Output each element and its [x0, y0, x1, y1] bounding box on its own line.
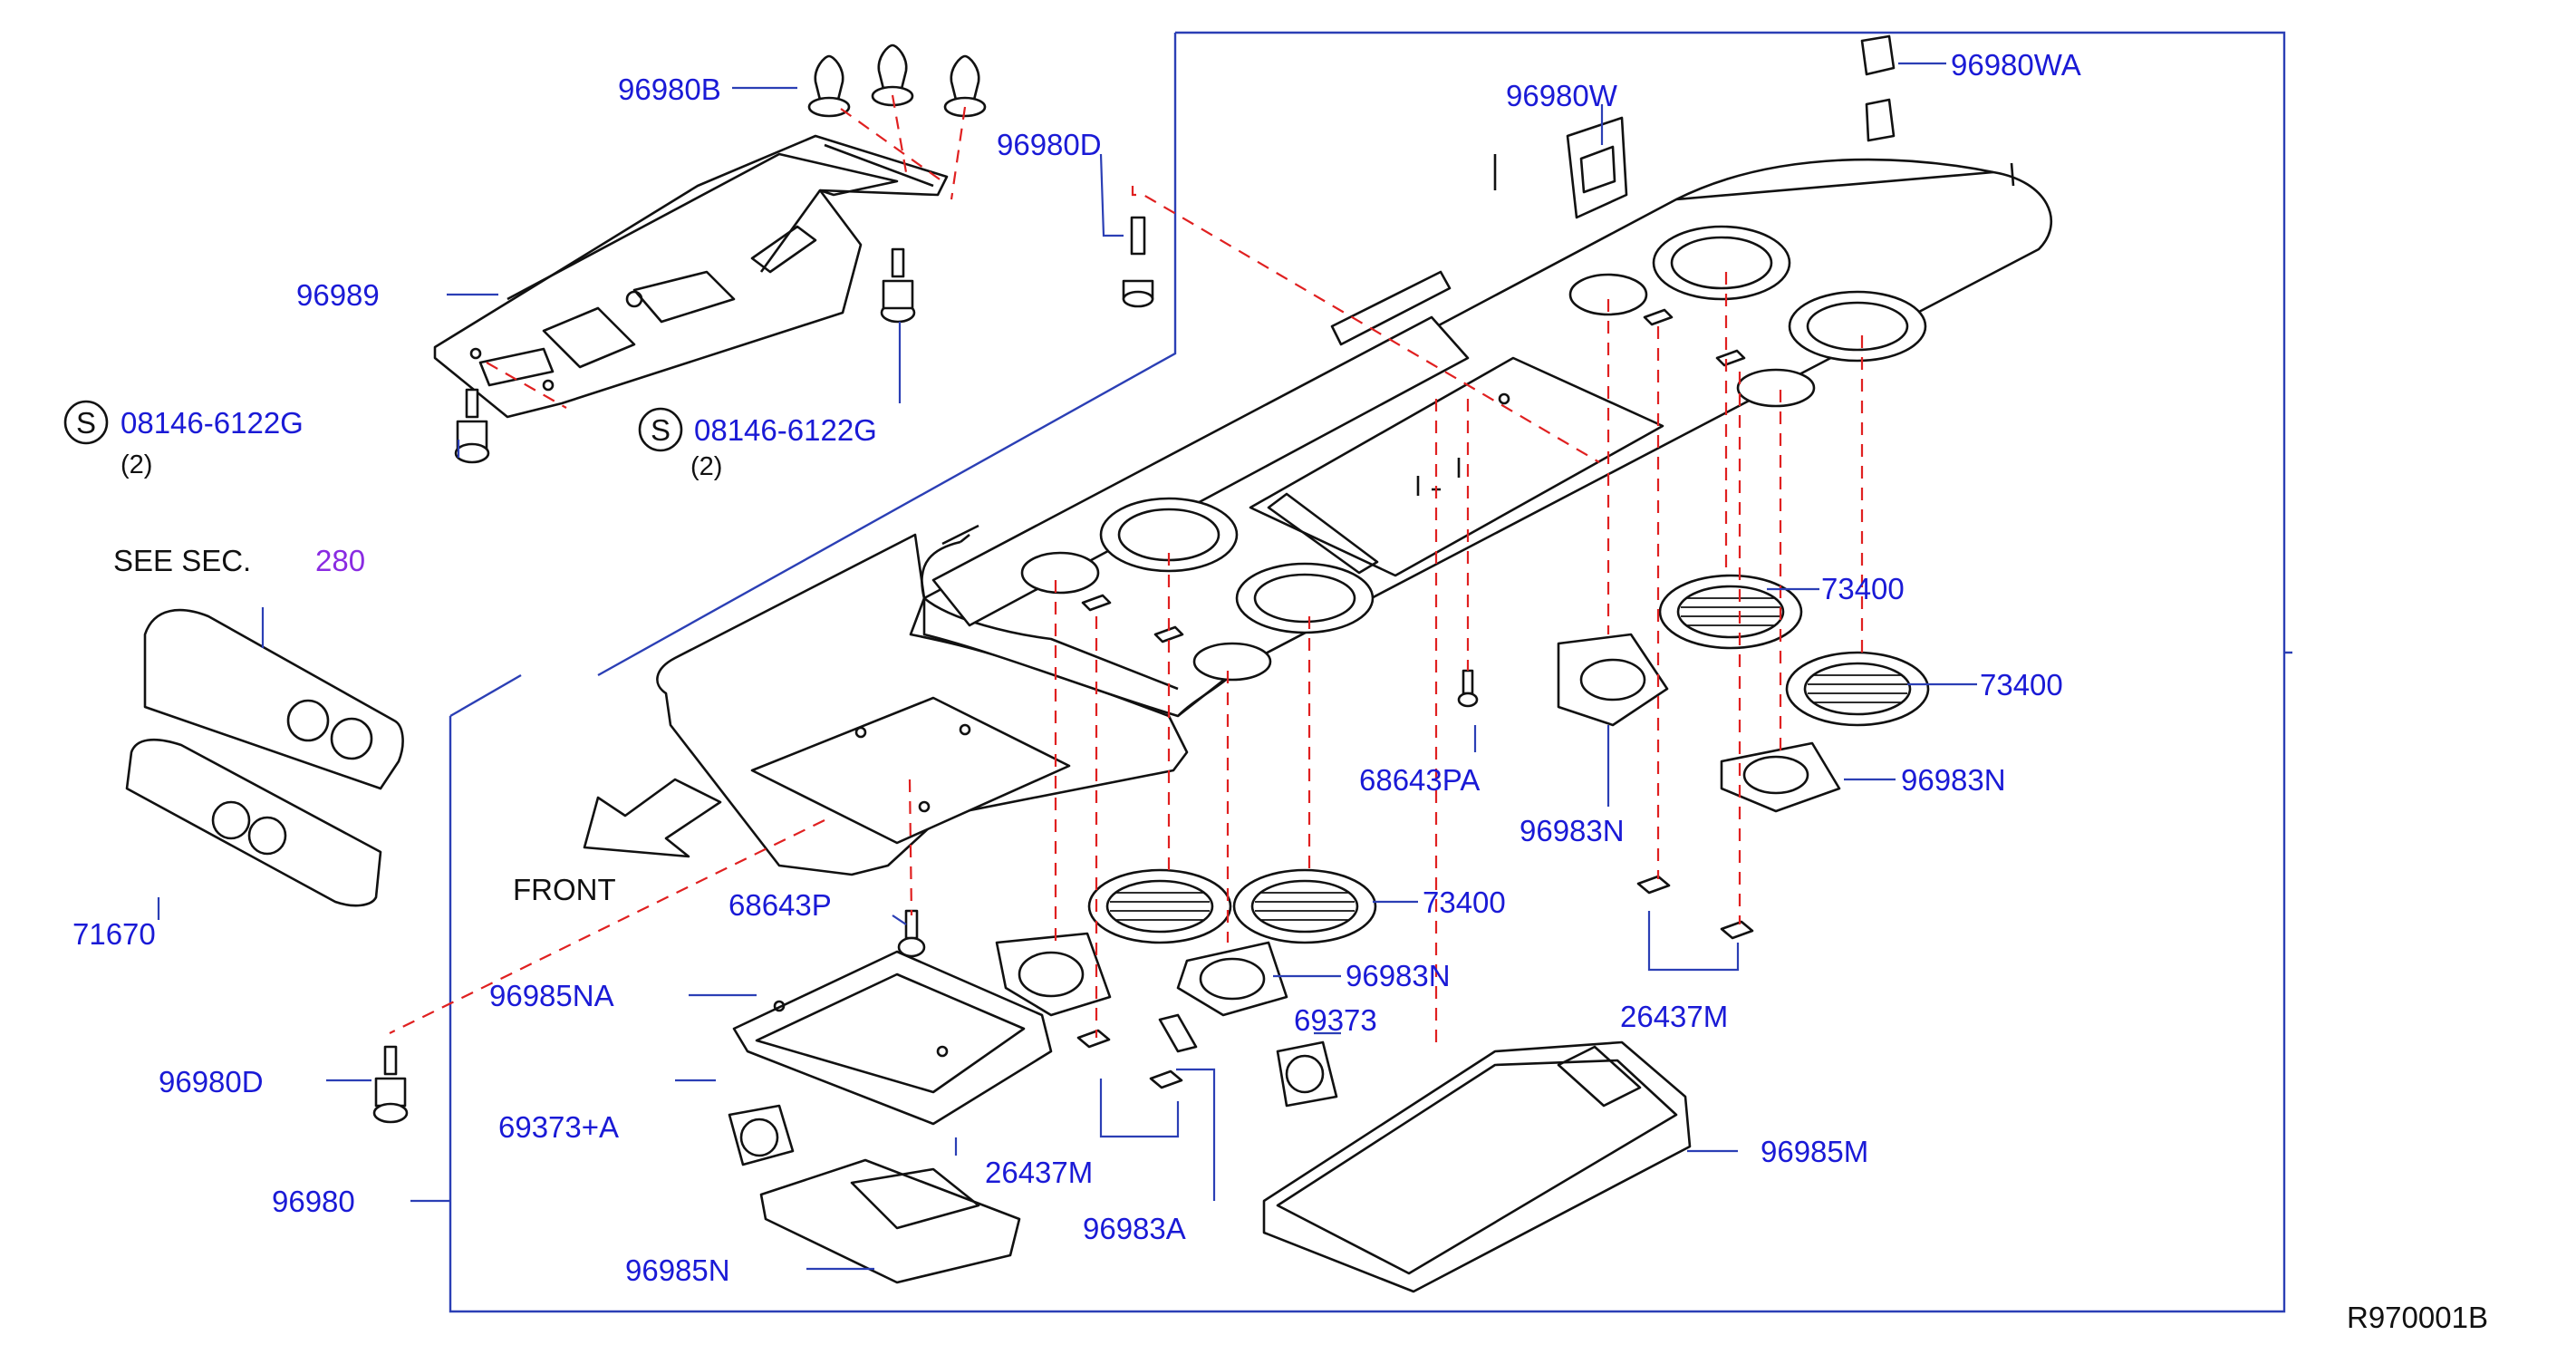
- label-96980W: 96980W: [1506, 79, 1618, 112]
- lens-96985M: [1262, 1040, 1692, 1293]
- assembly-frame: [449, 31, 2292, 1313]
- label-73400-b: 73400: [1980, 668, 2063, 702]
- screw-icons: [372, 216, 1154, 1124]
- see-section-prefix: SEE SEC.: [113, 544, 251, 577]
- s-marker-mid: [638, 407, 683, 452]
- label-96983N-b: 96983N: [1901, 763, 2006, 797]
- see-section-number: 280: [315, 544, 365, 577]
- assembly-guide-lines: [389, 94, 1864, 1051]
- clip-96980W: [1566, 116, 1628, 219]
- label-96983A: 96983A: [1083, 1212, 1186, 1245]
- label-96980B: 96980B: [618, 73, 721, 106]
- label-96985M: 96985M: [1761, 1135, 1868, 1168]
- label-96980WA: 96980WA: [1951, 48, 2081, 82]
- label-96989: 96989: [296, 278, 380, 312]
- s-marker-mid-letter: S: [651, 413, 671, 447]
- label-08146-left: 08146-6122G: [121, 406, 304, 440]
- label-71670: 71670: [72, 917, 156, 951]
- lens-96985NA: [732, 950, 1053, 1126]
- qty-08146-mid: (2): [690, 452, 722, 481]
- lamp-socket-group: [995, 633, 1841, 1017]
- label-68643P: 68643P: [728, 888, 832, 922]
- overhead-console-body: [656, 154, 2053, 876]
- bracket-96989: [433, 134, 949, 419]
- qty-08146-left: (2): [121, 450, 152, 479]
- vent-73400-group: [1087, 574, 1930, 944]
- label-73400-a: 73400: [1821, 572, 1905, 605]
- lens-96985N: [759, 1158, 1021, 1284]
- diagram-ref-code: R970001B: [2347, 1301, 2488, 1334]
- label-96983N-a: 96983N: [1520, 814, 1625, 847]
- label-96983N-c: 96983N: [1346, 959, 1451, 992]
- label-26437M-b: 26437M: [1620, 1000, 1728, 1033]
- label-96985N: 96985N: [625, 1253, 730, 1287]
- pad-26437M-group: [1076, 875, 1754, 1089]
- label-69373A: 69373+A: [498, 1110, 619, 1144]
- front-arrow-icon: [583, 778, 722, 858]
- label-96980D-bot: 96980D: [159, 1065, 264, 1098]
- switch-panel-71670: [125, 608, 404, 907]
- clip-96980WA: [1860, 34, 1896, 142]
- label-68643PA: 68643PA: [1359, 763, 1480, 797]
- clip-96980B-group: [807, 44, 987, 118]
- label-26437M-a: 26437M: [985, 1156, 1093, 1189]
- front-label: FRONT: [513, 873, 616, 906]
- label-96985NA: 96985NA: [489, 979, 614, 1012]
- label-96980: 96980: [272, 1185, 355, 1218]
- part-labels: 96980B 96980D 96989 S 08146-6122G (2) S …: [63, 48, 2488, 1334]
- s-marker-left: [63, 400, 109, 445]
- pin-68643-group: [897, 669, 1479, 958]
- label-69373: 69373: [1294, 1003, 1377, 1037]
- label-08146-mid: 08146-6122G: [694, 413, 877, 447]
- leader-lines: [157, 62, 1977, 1271]
- s-marker-left-letter: S: [76, 406, 96, 440]
- label-96980D-top: 96980D: [997, 128, 1102, 161]
- bulb-69373-group: [728, 1013, 1338, 1166]
- label-73400-c: 73400: [1423, 885, 1506, 919]
